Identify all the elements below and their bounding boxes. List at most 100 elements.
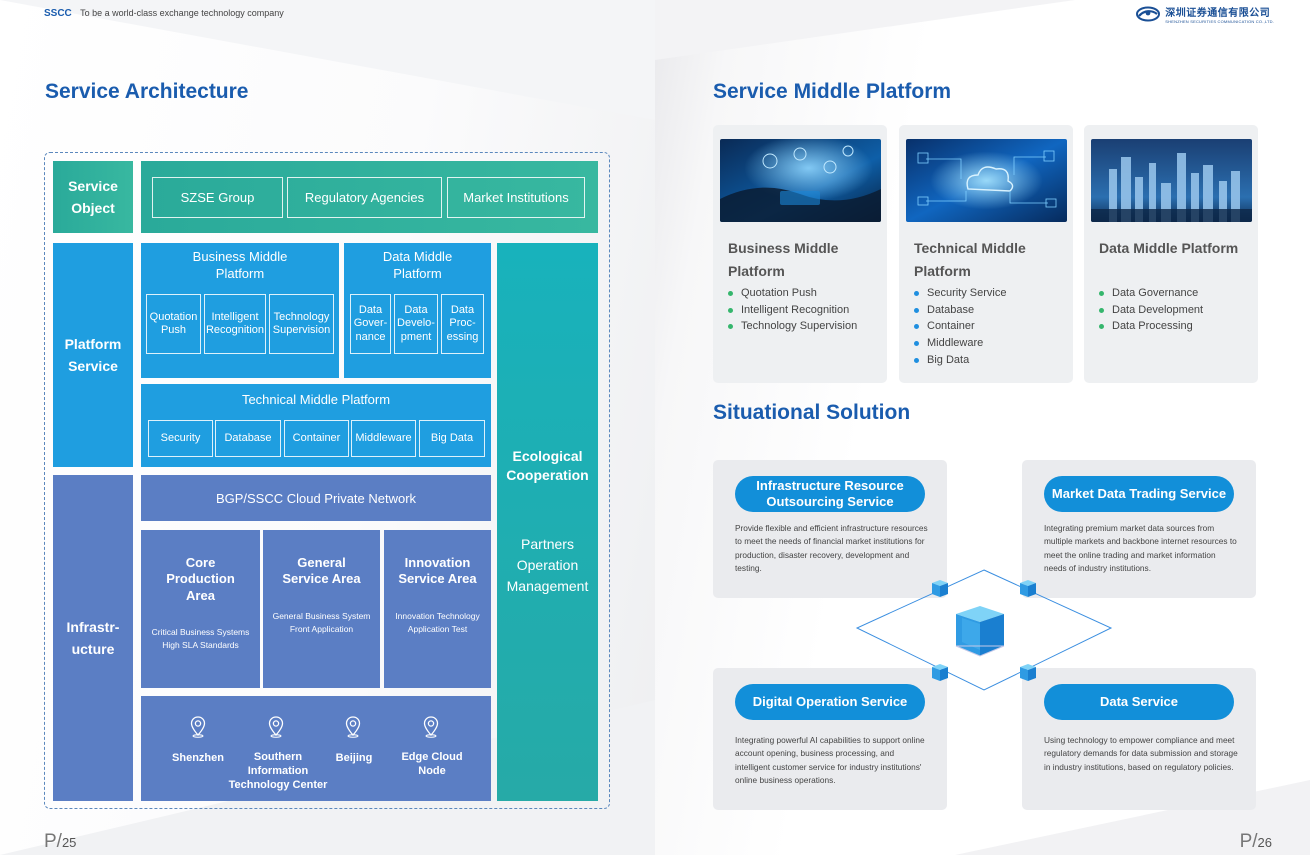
logo-cn-text: 深圳证券通信有限公司 — [1165, 8, 1271, 19]
ecological-title: Ecological Cooperation — [506, 448, 589, 483]
card-image-technical — [906, 139, 1067, 222]
data-item-processing: Data Proc-essing — [441, 294, 484, 354]
ecological-cooperation-block: Ecological Cooperation Partners Operatio… — [497, 243, 598, 801]
service-object-regulatory: Regulatory Agencies — [287, 177, 442, 218]
solution-card-market-data: Market Data Trading Service Integrating … — [1022, 460, 1256, 598]
card-technical-middle: Technical Middle Platform Security Servi… — [899, 125, 1073, 383]
bullet-dot — [914, 324, 919, 330]
card-list-business: Quotation Push Intelligent Recognition T… — [728, 285, 857, 335]
corner-cube-icon — [1020, 664, 1036, 681]
solution-text: Using technology to empower compliance a… — [1044, 735, 1238, 772]
tech-item-database: Database — [215, 420, 281, 457]
bullet-dot — [728, 307, 733, 313]
business-item-quotation: Quotation Push — [146, 294, 201, 354]
solution-diamond-graphic — [855, 569, 1113, 691]
location-pin-icon — [190, 716, 206, 743]
card-image-data — [1091, 139, 1252, 222]
solution-text: Integrating premium market data sources … — [1044, 523, 1237, 573]
bullet-dot — [1099, 290, 1104, 296]
header-tagline: SSCC To be a world-class exchange techno… — [44, 8, 284, 19]
location-beijing: Beijing — [335, 752, 373, 765]
list-item: Quotation Push — [728, 285, 857, 302]
card-data-middle: Data Middle Platform Data Governance Dat… — [1084, 125, 1258, 383]
card-list-technical: Security Service Database Container Midd… — [914, 285, 1006, 369]
solution-card-digital-operation: Digital Operation Service Integrating po… — [713, 668, 947, 810]
solution-pill: Data Service — [1044, 684, 1234, 720]
tech-item-middleware: Middleware — [351, 420, 416, 457]
bullet-dot — [914, 340, 919, 346]
zone-general-service: General Service Area General Business Sy… — [263, 530, 380, 688]
location-edge-cloud: Edge Cloud Node — [401, 751, 463, 777]
service-object-market: Market Institutions — [447, 177, 585, 218]
logo-icon — [1136, 6, 1161, 22]
card-title-data: Data Middle Platform — [1099, 240, 1239, 256]
list-item: Data Development — [1099, 302, 1203, 319]
service-object-bar — [141, 161, 598, 233]
card-title-business: Business Middle Platform — [728, 240, 839, 280]
platform-service-label: Platform Service — [53, 243, 133, 467]
data-item-governance: Data Gover-nance — [350, 294, 391, 354]
locations-block — [141, 696, 491, 801]
bullet-dot — [914, 307, 919, 313]
bullet-dot — [914, 357, 919, 363]
solution-pill: Digital Operation Service — [735, 684, 925, 720]
technical-middle-platform-block: Technical Middle Platform — [141, 384, 491, 467]
architecture-diagram — [44, 152, 610, 809]
zone-innovation-service: Innovation Service Area Innovation Techn… — [384, 530, 491, 688]
data-item-development: Data Develo-pment — [394, 294, 438, 354]
list-item: Data Governance — [1099, 285, 1203, 302]
business-item-supervision: Technology Supervision — [269, 294, 334, 354]
solution-text: Integrating powerful AI capabilities to … — [735, 735, 925, 785]
solution-pill: Infrastructure Resource Outsourcing Serv… — [735, 476, 925, 512]
list-item: Database — [914, 302, 1006, 319]
corner-cube-icon — [1020, 580, 1036, 597]
business-middle-platform-block: Business Middle Platform — [141, 243, 339, 378]
list-item: Middleware — [914, 335, 1006, 352]
tech-item-bigdata: Big Data — [419, 420, 485, 457]
service-object-szse: SZSE Group — [152, 177, 283, 218]
bullet-dot — [1099, 324, 1104, 330]
solution-card-infrastructure: Infrastructure Resource Outsourcing Serv… — [713, 460, 947, 598]
corner-cube-icon — [932, 580, 948, 597]
section-title-middle-platform: Service Middle Platform — [713, 80, 952, 103]
logo-en-text: SHENZHEN SECURITIES COMMUNICATION CO.,LT… — [1165, 19, 1274, 24]
right-page: 深圳证券通信有限公司 SHENZHEN SECURITIES COMMUNICA… — [655, 0, 1310, 855]
brand-name: SSCC — [44, 8, 72, 19]
solution-text: Provide flexible and efficient infrastru… — [735, 523, 928, 573]
location-pin-icon — [345, 716, 361, 743]
bullet-dot — [1099, 307, 1104, 313]
location-pin-icon — [423, 716, 439, 743]
location-pin-icon — [268, 716, 284, 743]
list-item: Container — [914, 318, 1006, 335]
list-item: Security Service — [914, 285, 1006, 302]
card-title-technical: Technical Middle Platform — [914, 240, 1026, 280]
tagline: To be a world-class exchange technology … — [80, 8, 284, 18]
section-title-situational: Situational Solution — [713, 401, 911, 424]
list-item: Data Processing — [1099, 318, 1203, 335]
tech-item-container: Container — [284, 420, 349, 457]
list-item: Intelligent Recognition — [728, 302, 857, 319]
corner-cube-icon — [932, 664, 948, 681]
service-object-label: Service Object — [53, 161, 133, 233]
ecological-sub: Partners Operation Management — [506, 535, 589, 594]
solution-pill: Market Data Trading Service — [1044, 476, 1234, 512]
zone-core-production: Core Production Area Critical Business S… — [141, 530, 260, 688]
business-item-recognition: Intelligent Recognition — [204, 294, 266, 354]
location-shenzhen: Shenzhen — [172, 752, 224, 765]
center-cube-icon — [955, 606, 1005, 657]
left-page: SSCC To be a world-class exchange techno… — [0, 0, 655, 855]
location-southern-itc: Southern Information Technology Center — [228, 751, 328, 791]
network-bar: BGP/SSCC Cloud Private Network — [141, 475, 491, 521]
list-item: Technology Supervision — [728, 318, 857, 335]
infrastructure-label: Infrastr-ucture — [53, 475, 133, 801]
bullet-dot — [728, 324, 733, 330]
card-list-data: Data Governance Data Development Data Pr… — [1099, 285, 1203, 335]
page-number-right: P/26 — [1239, 831, 1272, 852]
page-number-left: P/25 — [44, 831, 77, 852]
company-logo: 深圳证券通信有限公司 SHENZHEN SECURITIES COMMUNICA… — [1136, 4, 1274, 24]
card-business-middle: Business Middle Platform Quotation Push … — [713, 125, 887, 383]
list-item: Big Data — [914, 352, 1006, 369]
page-title: Service Architecture — [45, 80, 249, 103]
bullet-dot — [914, 290, 919, 296]
solution-card-data-service: Data Service Using technology to empower… — [1022, 668, 1256, 810]
